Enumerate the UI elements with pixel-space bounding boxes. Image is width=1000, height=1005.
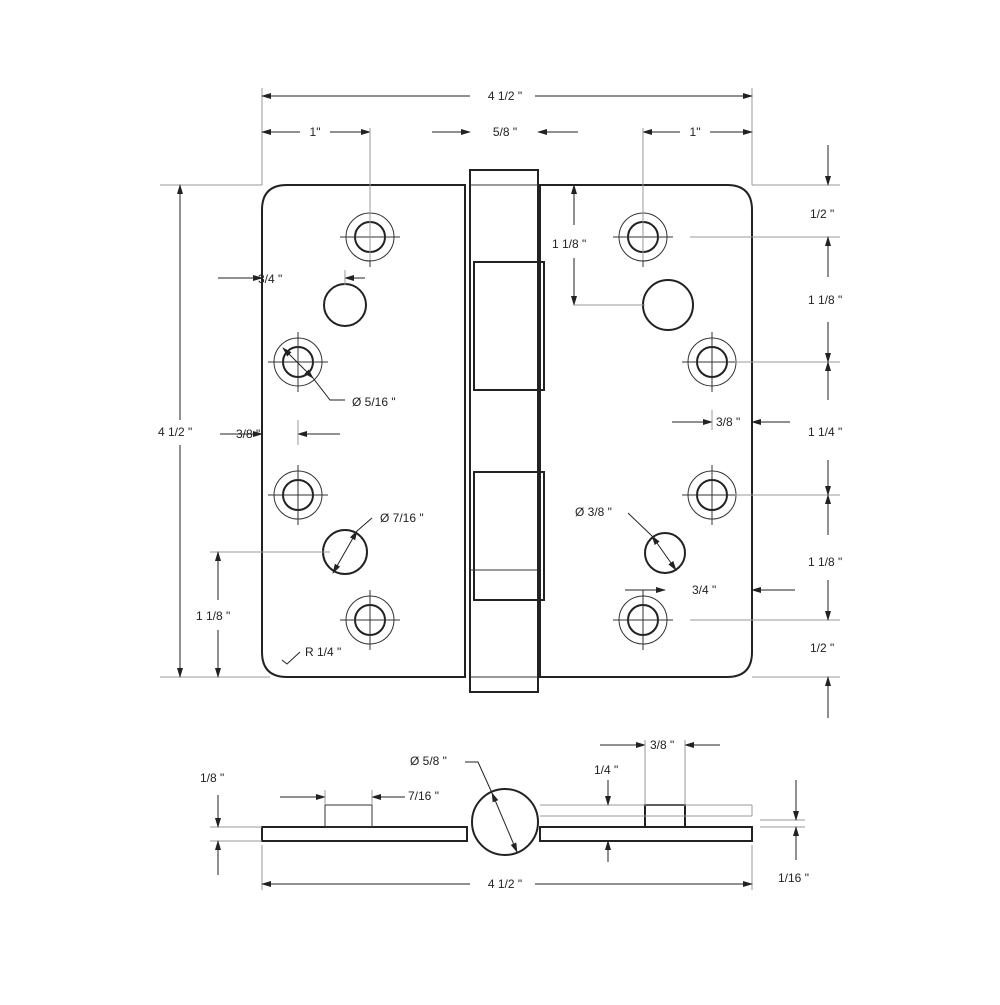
hole	[644, 532, 686, 574]
knuckle	[469, 169, 539, 693]
countersunk-holes	[268, 207, 742, 650]
label-left-3-8: 3/8 "	[236, 427, 260, 441]
knuckle-segment	[473, 471, 545, 601]
hole	[642, 279, 694, 331]
side-knuckle	[471, 788, 539, 856]
label-left-3-4: 3/4 "	[258, 272, 282, 286]
label-side-dia-5-8: Ø 5/8 "	[410, 754, 447, 768]
label-side-1-8: 1/8 "	[200, 771, 224, 785]
label-right-spacing-3: 1 1/8 "	[808, 555, 842, 569]
hinge-front-view	[261, 169, 753, 693]
label-side-3-8: 3/8 "	[650, 738, 674, 752]
label-dia-5-16: Ø 5/16 "	[352, 395, 396, 409]
label-knuckle-width: 5/8 "	[493, 125, 517, 139]
hole	[323, 283, 367, 327]
dimension-labels: 4 1/2 " 1" 5/8 " 1" 1/2 " 1 1/8 " 3/4 " …	[158, 89, 842, 891]
label-height: 4 1/2 "	[158, 425, 192, 439]
label-left-bottom-spacing: 1 1/8 "	[196, 609, 230, 623]
label-right-3-8: 3/8 "	[716, 415, 740, 429]
side-right-leaf	[539, 826, 753, 842]
label-right-3-4: 3/4 "	[692, 583, 716, 597]
label-dia-7-16: Ø 7/16 "	[380, 511, 424, 525]
countersunk-hole	[613, 590, 673, 650]
label-side-7-16: 7/16 "	[408, 789, 439, 803]
pin-holes	[322, 279, 694, 575]
left-leaf	[261, 184, 466, 678]
right-leaf	[539, 184, 753, 678]
knuckle-segment	[473, 261, 545, 391]
countersunk-hole	[682, 465, 742, 525]
label-top-width: 4 1/2 "	[488, 89, 522, 103]
label-right-spacing-1: 1 1/8 "	[808, 293, 842, 307]
label-bottom-margin: 1/2 "	[810, 641, 834, 655]
countersunk-hole	[268, 465, 328, 525]
countersunk-hole	[268, 332, 328, 392]
label-left-hole-offset: 1"	[310, 125, 321, 139]
label-top-margin: 1/2 "	[810, 207, 834, 221]
countersunk-hole	[682, 332, 742, 392]
countersunk-hole	[340, 590, 400, 650]
dimension-lines	[160, 88, 840, 718]
label-side-1-16: 1/16 "	[778, 871, 809, 885]
hinge-side-view	[210, 740, 805, 890]
label-right-hole-offset: 1"	[690, 125, 701, 139]
label-dia-3-8: Ø 3/8 "	[575, 505, 612, 519]
label-right-spacing-2: 1 1/4 "	[808, 425, 842, 439]
label-side-width: 4 1/2 "	[488, 877, 522, 891]
label-side-1-4: 1/4 "	[594, 763, 618, 777]
label-right-first-spacing: 1 1/8 "	[552, 237, 586, 251]
side-pin-left	[324, 804, 373, 828]
side-left-leaf	[261, 826, 468, 842]
label-radius: R 1/4 "	[305, 645, 341, 659]
